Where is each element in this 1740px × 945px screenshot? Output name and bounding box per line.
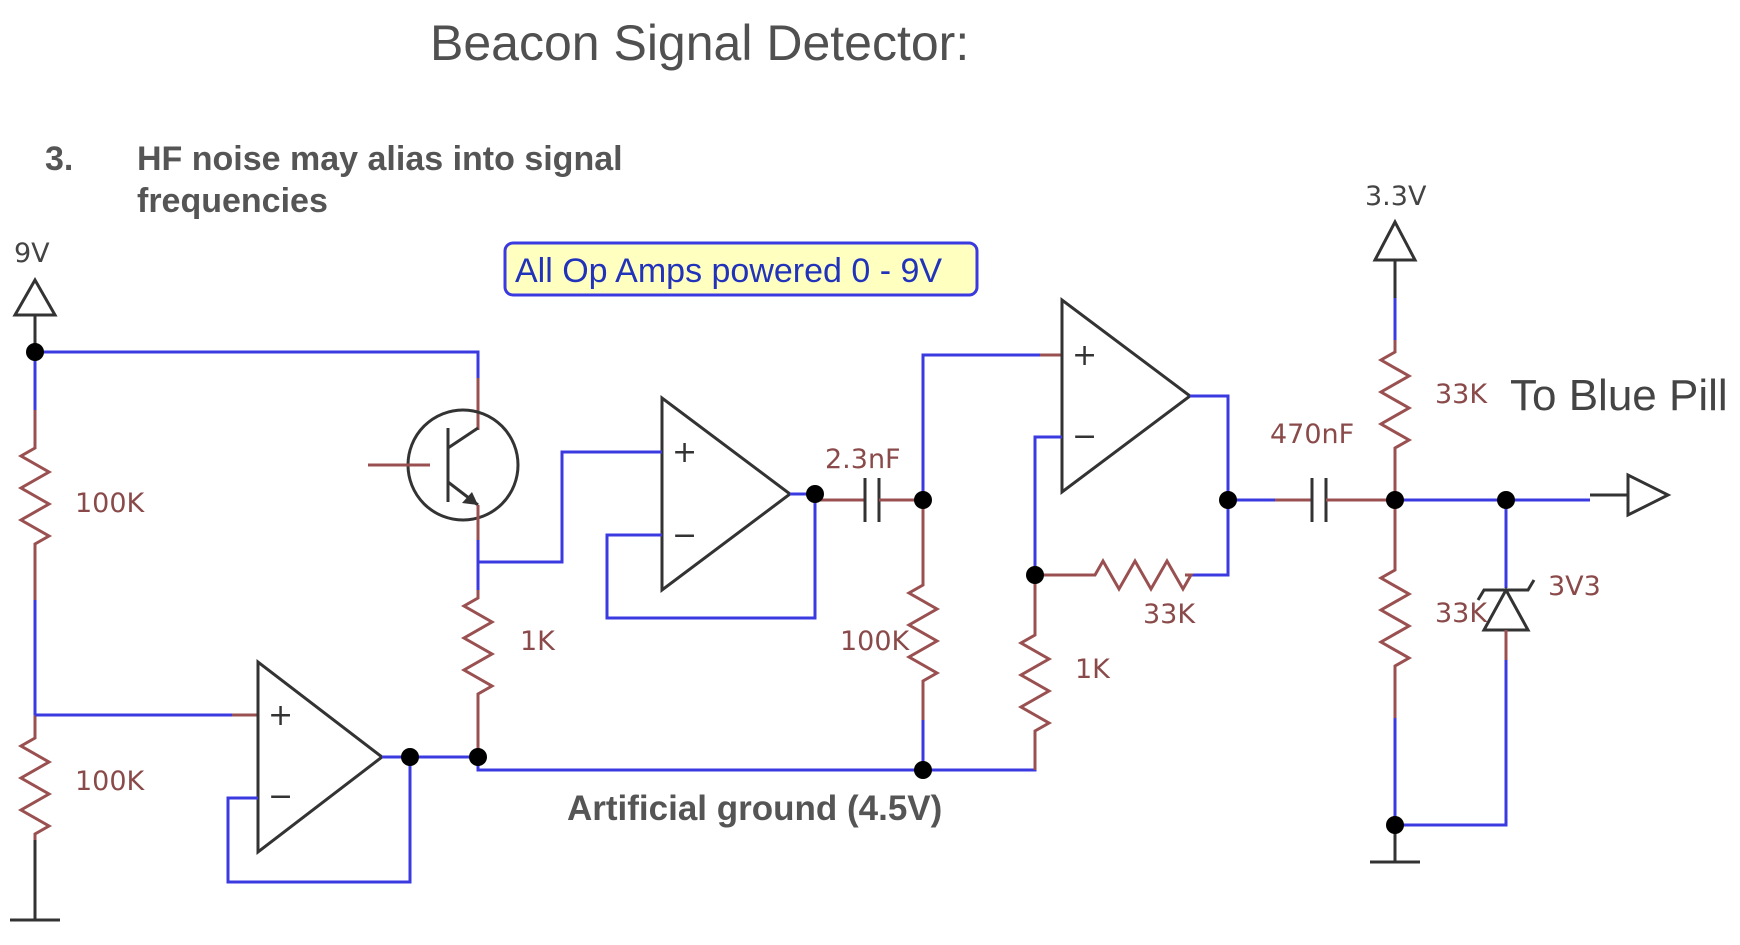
opamp-1-plus: + — [268, 698, 293, 733]
opamp-power-note: All Op Amps powered 0 - 9V — [515, 252, 942, 290]
junction-dot — [806, 485, 824, 503]
junction-dot — [401, 748, 419, 766]
transistor-npn — [368, 408, 520, 522]
output-label: To Blue Pill — [1510, 371, 1728, 420]
resistor-100k-top-label: 100K — [75, 488, 146, 519]
resistor-33k-pullup-label: 33K — [1435, 379, 1488, 410]
capacitor-2-3nf — [815, 478, 923, 522]
junction-dot — [469, 748, 487, 766]
opamp-2-plus: + — [672, 435, 697, 470]
junction-dot — [1386, 491, 1404, 509]
junction-dot — [1026, 566, 1044, 584]
wire-9v-rail — [35, 350, 480, 378]
capacitor-2-3nf-label: 2.3nF — [825, 444, 901, 475]
resistor-100k-bias-label: 100K — [840, 626, 911, 657]
output-arrow-symbol — [1590, 472, 1672, 518]
opamp-emitter-buffer: + − — [660, 395, 793, 593]
note-line-1: HF noise may alias into signal — [137, 140, 623, 178]
junction-dot — [1386, 816, 1404, 834]
opamp-1-minus: − — [268, 779, 293, 814]
note-line-2: frequencies — [137, 182, 328, 220]
opamp-2-minus: − — [672, 518, 697, 553]
opamp-3-minus: − — [1072, 419, 1097, 454]
opamp-power-note-box: All Op Amps powered 0 - 9V — [503, 241, 979, 297]
supply-3v3-label: 3.3V — [1365, 181, 1427, 212]
junction-dot — [26, 343, 44, 361]
capacitor-470nf — [1275, 478, 1395, 522]
opamp-3-plus: + — [1072, 338, 1097, 373]
junction-dot — [1497, 491, 1515, 509]
junction-dot — [914, 761, 932, 779]
resistor-100k-bottom-label: 100K — [75, 766, 146, 797]
capacitor-470nf-label: 470nF — [1270, 419, 1354, 450]
supply-3v3-symbol — [1372, 218, 1418, 298]
resistor-33k-pulldown-label: 33K — [1435, 598, 1488, 629]
artificial-ground-label: Artificial ground (4.5V) — [567, 789, 942, 828]
opamp-ground-buffer: + − — [256, 658, 385, 856]
resistor-1k-gain-label: 1K — [1075, 654, 1111, 685]
note-number: 3. — [45, 140, 73, 178]
resistor-1k-emitter-label: 1K — [520, 626, 556, 657]
junction-dot — [914, 491, 932, 509]
zener-3v3-label: 3V3 — [1548, 571, 1601, 602]
supply-9v-label: 9V — [14, 238, 50, 269]
opamp-gain-stage: + − — [1060, 297, 1193, 495]
page-title: Beacon Signal Detector: — [430, 15, 969, 71]
resistor-33k-feedback-label: 33K — [1143, 599, 1196, 630]
supply-9v-symbol — [12, 276, 58, 352]
junction-dot — [1219, 491, 1237, 509]
